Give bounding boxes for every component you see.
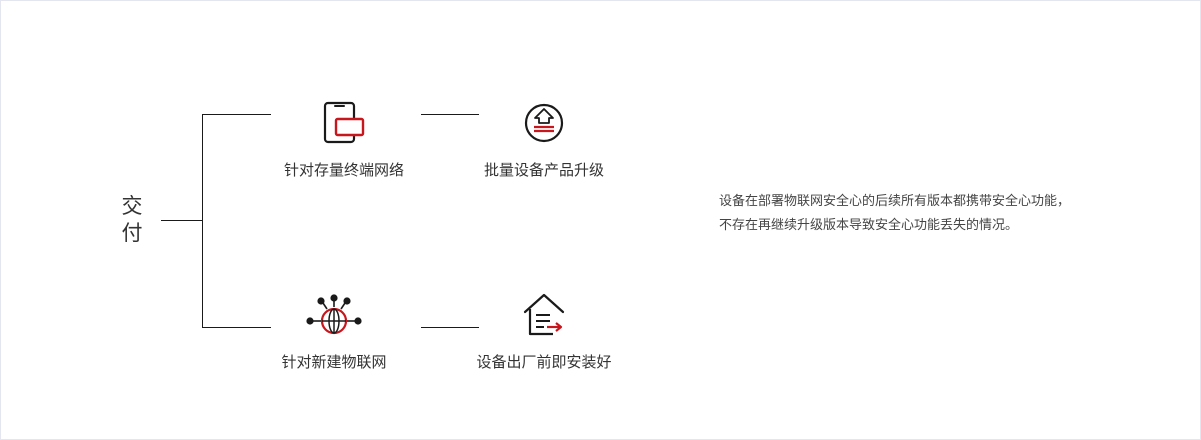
node-existing-network-label: 针对存量终端网络 [283,161,404,179]
node-existing-network: 针对存量终端网络 [244,101,444,180]
iot-network-globe-icon [306,294,362,335]
root-label-char-2: 付 [121,221,143,245]
description-line-1: 设备在部署物联网安全心的后续所有版本都携带安全心功能， [719,194,1071,209]
node-new-iot: 针对新建物联网 [234,293,434,372]
branch-spine [202,114,203,328]
step-connector-bottom [421,327,479,328]
node-preinstalled: 设备出厂前即安装好 [444,293,644,372]
root-connector [161,220,202,221]
node-batch-upgrade: 批量设备产品升级 [444,101,644,180]
node-batch-upgrade-label: 批量设备产品升级 [483,161,604,179]
root-label-char-1: 交 [121,194,143,218]
branch-connector-top [202,114,271,115]
description-line-2: 不存在再继续升级版本导致安全心功能丢失的情况。 [719,218,1019,233]
node-preinstalled-label: 设备出厂前即安装好 [476,353,612,371]
phone-card-icon [323,101,365,144]
branch-connector-bottom [202,327,271,328]
circle-upload-icon [524,103,564,143]
node-new-iot-label: 针对新建物联网 [281,353,387,371]
step-connector-top [421,114,479,115]
description: 设备在部署物联网安全心的后续所有版本都携带安全心功能， 不存在再继续升级版本导致… [719,190,1070,238]
root-label: 交 付 [118,193,146,247]
house-document-arrow-icon [523,293,565,336]
